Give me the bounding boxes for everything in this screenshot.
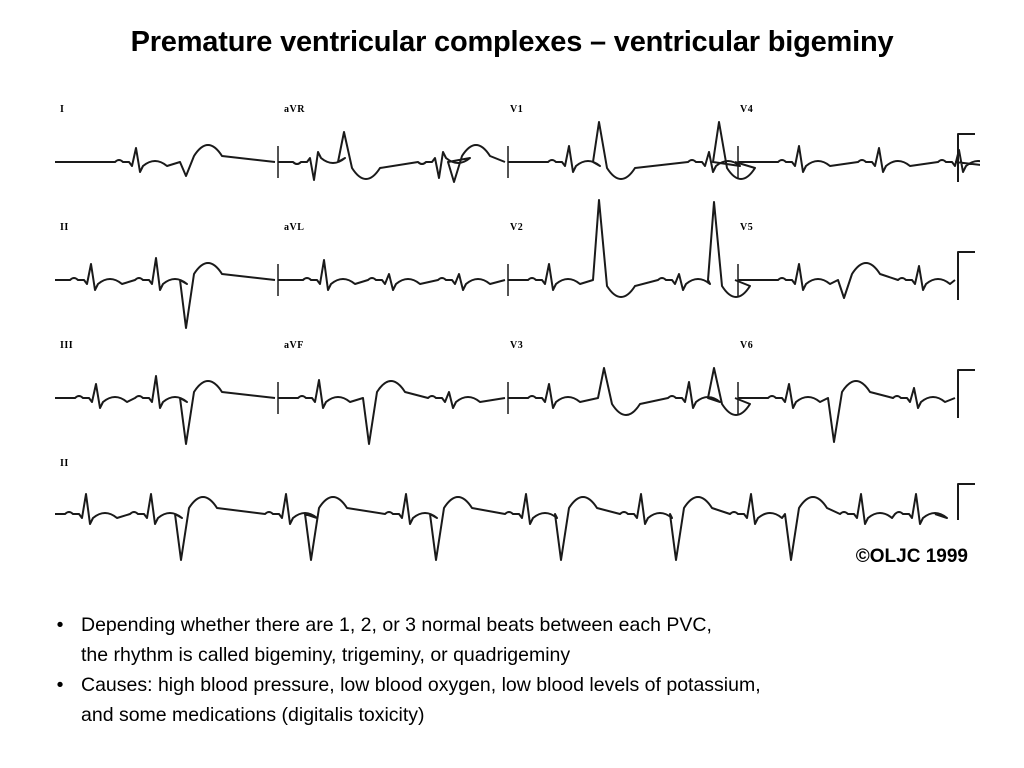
ecg-lead-trace — [738, 145, 980, 173]
bullet-text-line2: and some medications (digitalis toxicity… — [81, 704, 425, 726]
ecg-lead-trace — [738, 262, 956, 299]
bullet-text-line1: Depending whether there are 1, 2, or 3 n… — [81, 614, 712, 636]
lead-label-iii: III — [60, 340, 74, 351]
ecg-rhythm-strip-trace — [55, 493, 948, 561]
lead-label-avf: aVF — [284, 340, 304, 351]
ecg-lead-trace — [55, 144, 276, 177]
ecg-waveforms — [55, 121, 980, 561]
slide-title: Premature ventricular complexes – ventri… — [130, 26, 894, 58]
lead-label-v3: V3 — [510, 340, 524, 351]
ecg-lead-trace — [278, 379, 506, 445]
calibration-pulse — [957, 133, 975, 182]
lead-label-avl: aVL — [284, 222, 305, 233]
bullet-dot: • — [56, 674, 64, 696]
bullet-text-line1: Causes: high blood pressure, low blood o… — [81, 674, 761, 696]
bullet-dot: • — [56, 614, 64, 636]
calibration-pulse — [957, 251, 975, 300]
copyright-notice: ©OLJC 1999 — [853, 546, 970, 568]
bullet-list: • Depending whether there are 1, 2, or 3… — [52, 610, 1002, 730]
calibration-pulse — [957, 483, 975, 520]
bullet-item: • Causes: high blood pressure, low blood… — [52, 670, 1002, 730]
ecg-lead-trace — [508, 367, 751, 416]
lead-label-ii: II — [60, 222, 69, 233]
lead-label-i: I — [60, 104, 65, 115]
ecg-lead-trace — [508, 121, 756, 180]
lead-label-ii-rhythm: II — [60, 458, 69, 469]
ecg-tracing-figure: I aVR V1 V4 II aVL V2 V5 III aVF V3 V6 I… — [50, 92, 980, 572]
lead-label-v6: V6 — [740, 340, 754, 351]
lead-label-v4: V4 — [740, 104, 754, 115]
ecg-lead-trace — [738, 380, 956, 443]
ecg-lead-trace — [55, 257, 276, 329]
ecg-lead-trace — [55, 375, 276, 445]
ecg-lead-trace — [278, 131, 506, 183]
lead-label-v1: V1 — [510, 104, 524, 115]
lead-label-avr: aVR — [284, 104, 305, 115]
lead-label-v2: V2 — [510, 222, 524, 233]
bullet-text-line2: the rhythm is called bigeminy, trigeminy… — [81, 644, 571, 666]
calibration-pulse — [957, 369, 975, 418]
ecg-lead-trace — [278, 259, 506, 291]
ecg-lead-trace — [508, 199, 751, 298]
lead-label-v5: V5 — [740, 222, 754, 233]
bullet-item: • Depending whether there are 1, 2, or 3… — [52, 610, 1002, 670]
